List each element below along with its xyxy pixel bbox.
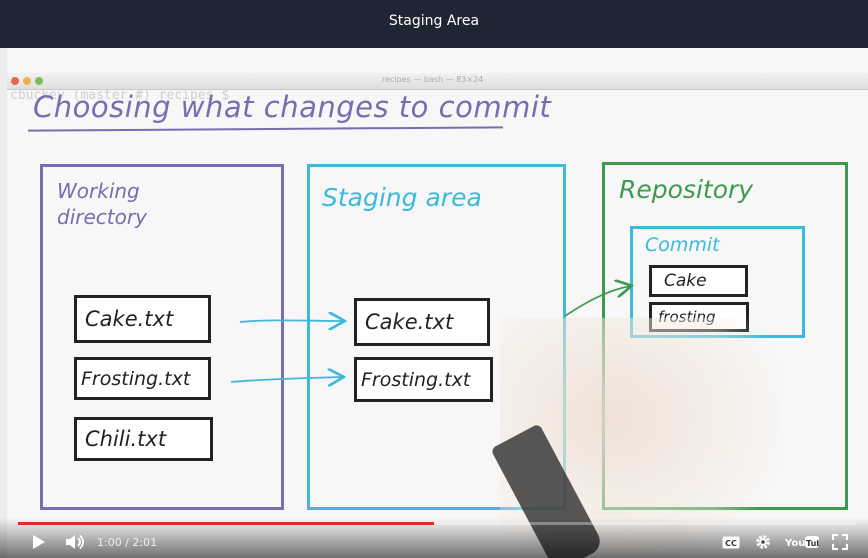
commit-item-cake: Cake: [649, 265, 748, 297]
volume-button[interactable]: [63, 531, 87, 553]
repository-label: Repository: [619, 175, 754, 204]
zoom-dot-icon: [35, 77, 43, 85]
working-directory-label-1: Working: [57, 179, 140, 203]
play-button[interactable]: [28, 531, 50, 553]
left-gutter: [0, 48, 7, 558]
staging-file-cake: Cake.txt: [354, 298, 490, 346]
fullscreen-icon: [832, 534, 848, 550]
close-dot-icon: [11, 77, 19, 85]
volume-icon: [66, 534, 84, 550]
svg-text:CC: CC: [725, 539, 737, 548]
working-file-frosting: Frosting.txt: [74, 357, 211, 400]
time-display: 1:00 / 2:01: [97, 536, 158, 549]
arrow-commit: [564, 286, 630, 317]
minimize-dot-icon: [23, 77, 31, 85]
staging-area-label: Staging area: [322, 183, 482, 212]
settings-button[interactable]: [753, 532, 773, 552]
arrow-frosting: [230, 377, 342, 382]
arrow-cake: [239, 320, 343, 322]
progress-bar[interactable]: [18, 522, 856, 525]
fullscreen-button[interactable]: [829, 532, 851, 552]
youtube-logo: You Tube: [785, 536, 819, 549]
terminal-title: recipes — bash — 83×24: [382, 75, 484, 84]
captions-icon: CC: [722, 536, 740, 548]
gear-icon: [756, 535, 770, 549]
header-bar: Staging Area: [0, 0, 868, 48]
video-player[interactable]: recipes — bash — 83×24 cbuckey (master #…: [0, 48, 868, 558]
working-directory-label-2: directory: [57, 205, 147, 229]
working-file-cake: Cake.txt: [74, 295, 211, 343]
commit-label: Commit: [645, 234, 720, 256]
page-title: Staging Area: [388, 13, 480, 29]
slide-heading: Choosing what changes to commit: [33, 90, 552, 124]
terminal-prompt: cbuckey (master #) recipes $: [10, 88, 230, 103]
progress-fill: [18, 522, 434, 525]
play-icon: [33, 535, 45, 549]
staging-file-frosting: Frosting.txt: [354, 357, 493, 402]
working-file-chili: Chili.txt: [74, 417, 213, 461]
youtube-button[interactable]: You Tube: [784, 532, 820, 552]
working-directory-panel: Working directory Cake.txt Frosting.txt …: [40, 164, 284, 510]
transfer-arrows: [230, 48, 868, 558]
terminal-titlebar: recipes — bash — 83×24: [7, 73, 868, 90]
captions-button[interactable]: CC: [721, 533, 741, 551]
svg-text:You: You: [785, 538, 805, 549]
staging-area-panel: Staging area Cake.txt Frosting.txt: [307, 164, 566, 510]
svg-text:Tube: Tube: [806, 539, 819, 548]
